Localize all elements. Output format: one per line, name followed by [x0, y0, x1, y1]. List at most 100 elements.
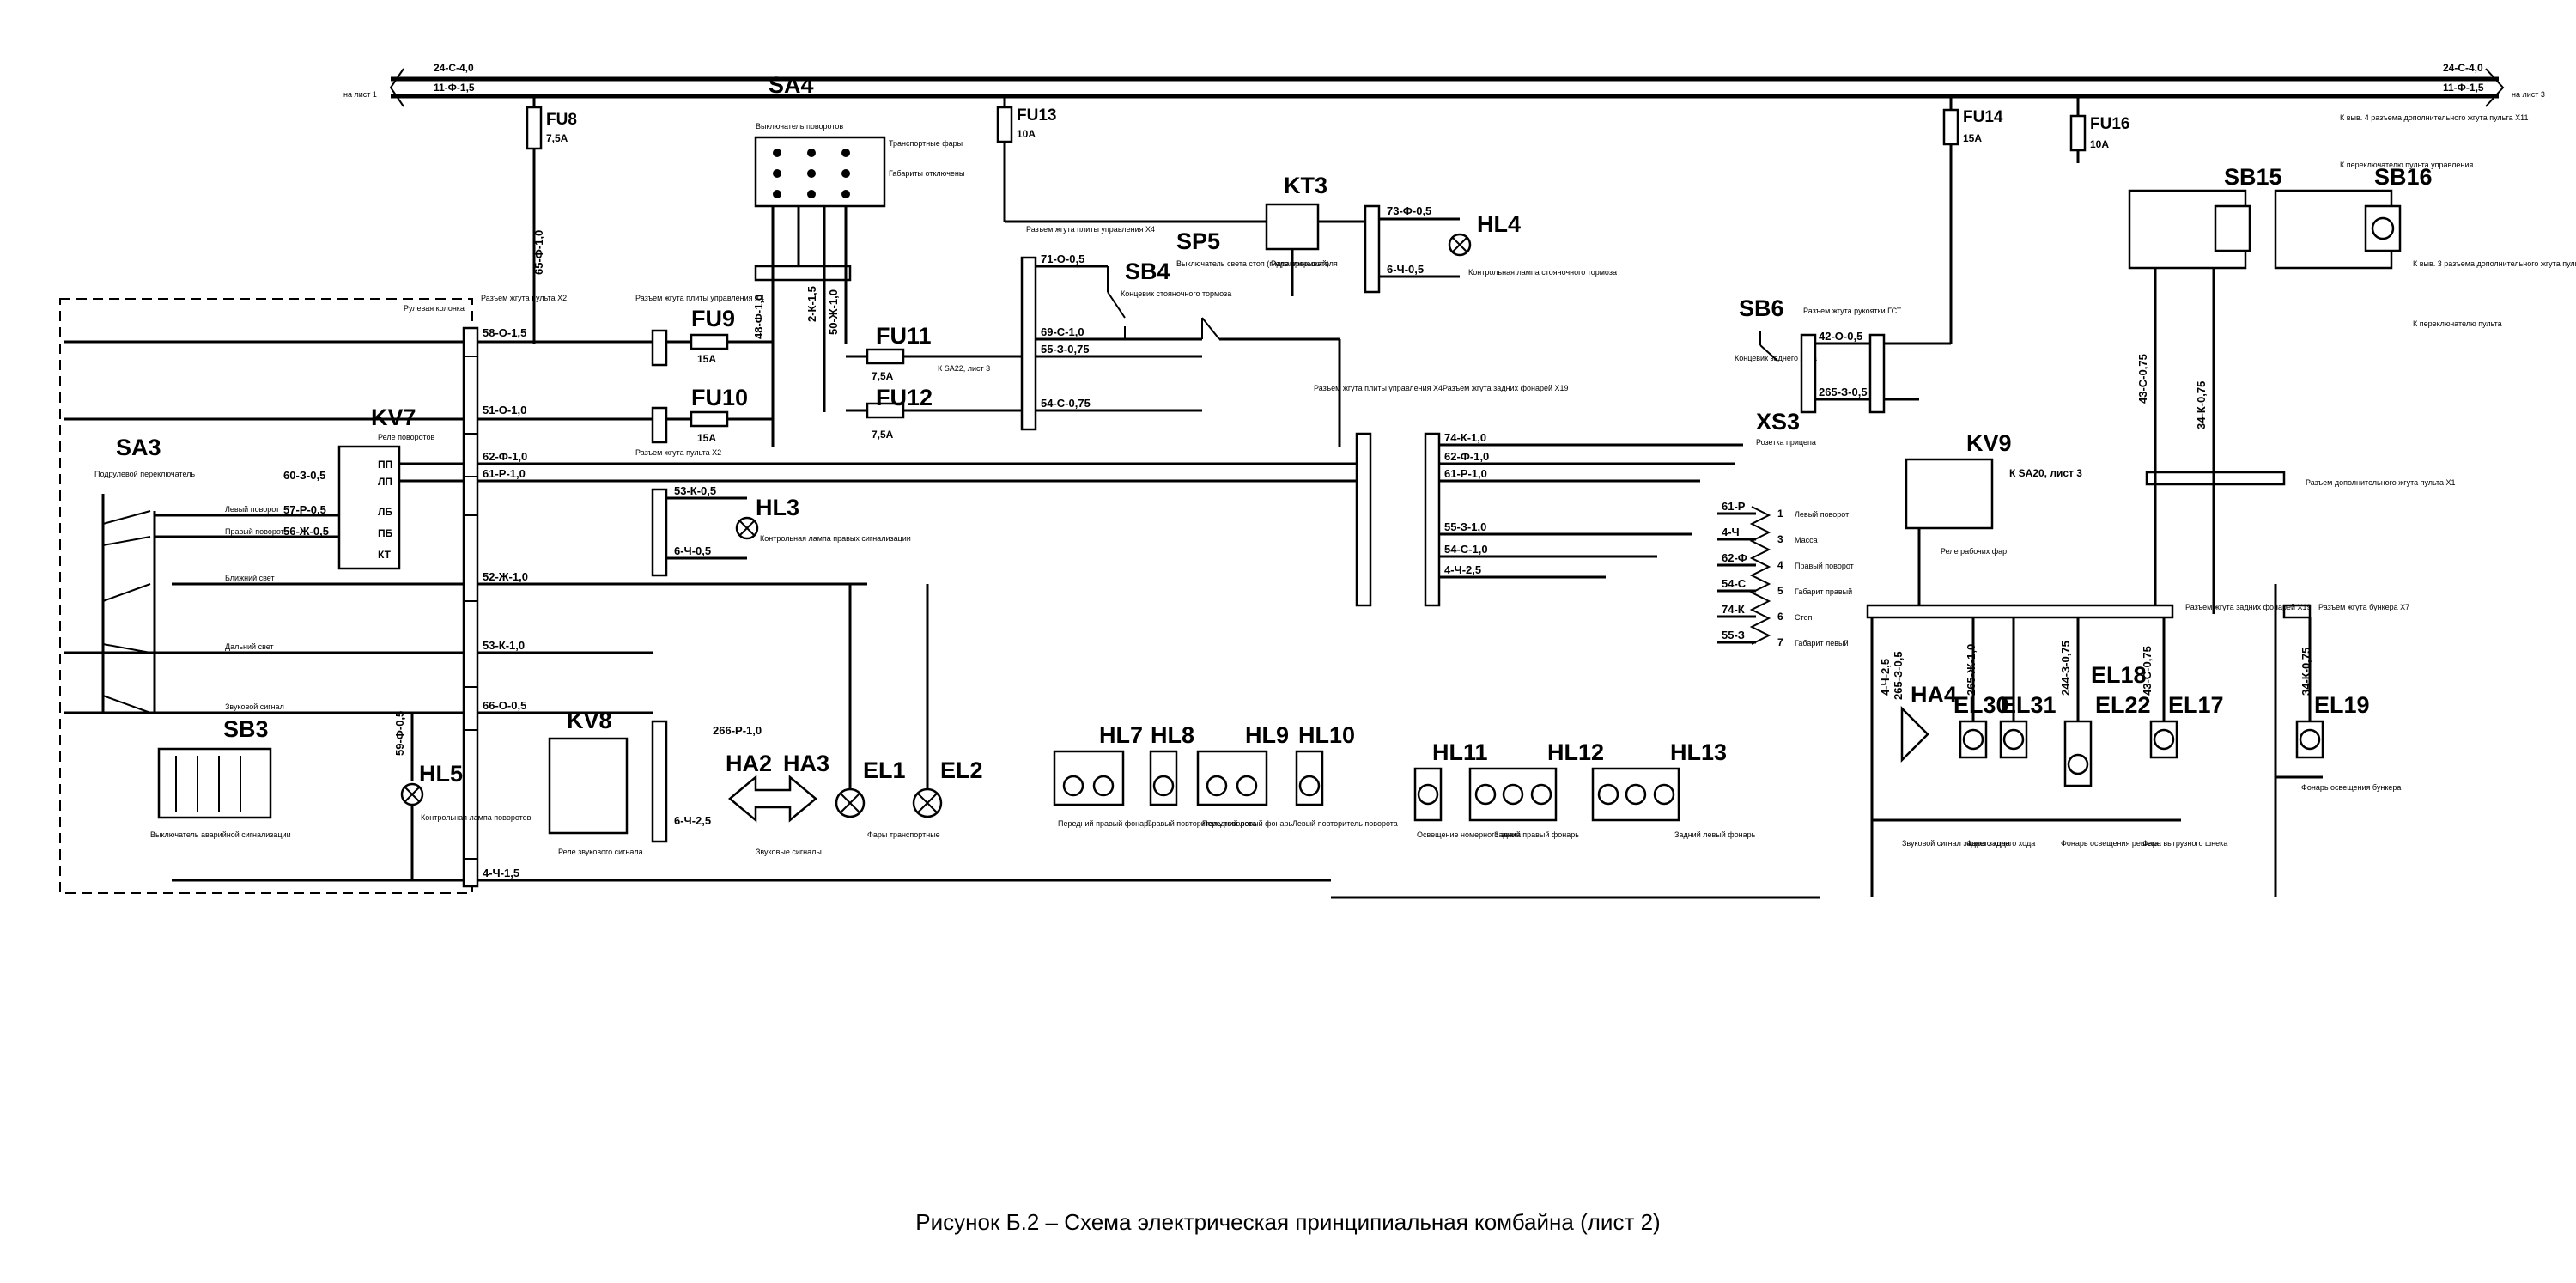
ha4-wire: 4-Ч-2,5	[1879, 659, 1892, 696]
hl13-label: HL13	[1670, 739, 1727, 765]
relay-kv9: KV9 Реле рабочих фар К SA20, лист 3	[1905, 430, 2082, 556]
el22-label: EL22	[2095, 692, 2151, 718]
xs3-pin3: 3	[1777, 533, 1783, 545]
lamp-el18: EL18 EL22 Фонарь освещения решета 244-З-…	[2059, 641, 2159, 848]
power-bus: 24-С-4,0 11-Ф-1,5 24-С-4,0 11-Ф-1,5 на л…	[343, 62, 2545, 107]
fu8-rating: 7,5А	[546, 132, 568, 144]
ha23-desc: Звуковые сигналы	[756, 848, 822, 856]
sa3-wire-57: 57-Р-0,5	[283, 503, 326, 516]
xs3-desc1: Левый поворот	[1795, 510, 1849, 519]
hl4-wire-6: 6-Ч-0,5	[1387, 263, 1424, 276]
fuse-fu16: FU16 10А	[2069, 96, 2129, 163]
sb3-title: Выключатель аварийной сигнализации	[150, 830, 291, 839]
xs3-pin6: 6	[1777, 611, 1783, 623]
sb15-note: К выв. 4 разъема дополнительного жгута п…	[2340, 113, 2528, 122]
el17-wire: 43-С-0,75	[2141, 646, 2154, 696]
sa4-wire-50: 50-Ж-1,0	[827, 289, 840, 335]
el2-label: EL2	[940, 757, 983, 783]
left-wiring: 58-О-1,5 51-О-1,0 62-Ф-1,0 61-Р-1,0 52-Ж…	[64, 215, 1357, 882]
fuse-fu12: FU12 7,5А К SA22, лист 3	[846, 364, 1022, 441]
el30-desc: Фары заднего хода	[1966, 839, 2035, 848]
wire-label-51: 51-О-1,0	[483, 404, 526, 417]
hl5-label: HL5	[419, 761, 463, 787]
sa4-label: SA4	[769, 72, 814, 98]
lamp-hl10: HL10 Левый повторитель поворота	[1292, 722, 1398, 828]
switch-sp5: SP5 Выключатель света стоп (гидравлическ…	[1176, 228, 1341, 447]
kv9-title: Реле рабочих фар	[1941, 547, 2007, 556]
sa22-note: К SA22, лист 3	[938, 364, 990, 373]
sa3-note-far: Дальний свет	[225, 642, 274, 651]
sb3-label: SB3	[223, 716, 269, 742]
wire-label-4: 4-Ч-1,5	[483, 866, 519, 879]
kt3-label: KT3	[1284, 173, 1327, 198]
lamp-el30: EL30 Фары заднего хода 265-Ж-1,0	[1953, 644, 2035, 848]
wire-label-62r: 62-Ф-1,0	[1444, 450, 1489, 463]
wire-label-71: 71-О-0,5	[1041, 252, 1084, 265]
bus-to-sheet: на лист 3	[2512, 90, 2545, 99]
xs3-desc3: Масса	[1795, 536, 1818, 544]
hl3-wire-6: 6-Ч-0,5	[674, 544, 711, 557]
wire-label-69: 69-С-1,0	[1041, 325, 1084, 338]
sa3-note-right: Правый поворот	[225, 527, 284, 536]
sb15-note2: К переключателю пульта управления	[2340, 161, 2473, 169]
hl12-desc: Задний правый фонарь	[1494, 830, 1579, 839]
el31-label: EL31	[2001, 692, 2057, 718]
xs3-wire4: 62-Ф	[1722, 551, 1747, 564]
fu9-label: FU9	[691, 306, 735, 331]
fu12-label: FU12	[876, 385, 933, 410]
hl10-label: HL10	[1298, 722, 1355, 748]
el17-desc: Фара выгрузного шнека	[2142, 839, 2227, 848]
kv7-title: Реле поворотов	[378, 433, 434, 441]
xs3-wire7: 55-З	[1722, 629, 1745, 642]
fu13-rating: 10А	[1017, 128, 1036, 140]
xs3-title: Розетка прицепа	[1756, 438, 1816, 447]
bus-left-bottom-label: 11-Ф-1,5	[434, 82, 475, 94]
sa3-note-left: Левый поворот	[225, 505, 279, 514]
fu9-conn-note: Разъем жгута плиты управления Х4	[635, 294, 764, 302]
hl9-desc: Передний левый фонарь	[1202, 819, 1292, 828]
sa20-note: К SA20, лист 3	[2009, 467, 2082, 479]
bus-from-sheet: на лист 1	[343, 90, 377, 99]
bus-right-bottom-label: 11-Ф-1,5	[2443, 82, 2484, 94]
hl3-label: HL3	[756, 495, 799, 520]
wire-label-4r: 4-Ч-2,5	[1444, 563, 1481, 576]
sb6-wire-42: 42-О-0,5	[1819, 330, 1862, 343]
xs3-pin7: 7	[1777, 636, 1783, 648]
fu14-rating: 15А	[1963, 132, 1982, 144]
hl4-label: HL4	[1477, 211, 1521, 237]
ha4-desc: Звуковой сигнал заднего хода	[1902, 839, 2010, 848]
kv9-label: KV9	[1966, 430, 2012, 456]
right-wiring	[1870, 528, 2323, 897]
lamp-hl8: HL8 Правый повторитель поворота	[1146, 722, 1256, 828]
el19-desc: Фонарь освещения бункера	[2301, 783, 2401, 792]
xs3-desc4: Правый поворот	[1795, 562, 1854, 570]
kv8-wire-6: 6-Ч-2,5	[674, 814, 711, 827]
hl5-wire: 59-Ф-0,5	[393, 711, 406, 756]
lamp-hl11: HL11 Освещение номерного знака	[1413, 739, 1521, 839]
bus-right-top-label: 24-С-4,0	[2443, 62, 2483, 74]
switch-sb3: SB3 Выключатель аварийной сигнализации	[150, 716, 291, 839]
sb15-label: SB15	[2224, 164, 2282, 190]
x4-mid-note: Разъем жгута плиты управления Х4	[1026, 225, 1155, 234]
sa3-wire-60: 60-З-0,5	[283, 469, 325, 482]
hl8-desc: Правый повторитель поворота	[1146, 819, 1256, 828]
fu14-label: FU14	[1963, 108, 2003, 126]
sa3-label: SA3	[116, 435, 161, 460]
hl5-desc: Контрольная лампа поворотов	[421, 813, 532, 822]
xs3-wire6: 74-К	[1722, 603, 1745, 616]
el30-wire: 265-Ж-1,0	[1965, 644, 1978, 696]
kv7-pin-lb: ЛБ	[378, 506, 392, 518]
fuse-fu13: FU13 10А	[996, 96, 1056, 222]
hl3-desc: Контрольная лампа правых сигнализации	[760, 534, 911, 543]
horn-ha4: HA4 Звуковой сигнал заднего хода 4-Ч-2,5…	[1879, 651, 2010, 848]
el1-label: EL1	[863, 757, 906, 783]
sa4-note2: Габариты отключены	[889, 169, 964, 178]
kv7-pin-kt: КТ	[378, 549, 392, 561]
fu10-label: FU10	[691, 385, 748, 410]
figure-caption: Рисунок Б.2 – Схема электрическая принци…	[915, 1209, 1661, 1235]
wire-label-65: 65-Ф-1,0	[532, 230, 545, 275]
xs3-wire3: 4-Ч	[1722, 526, 1740, 538]
hl7-label: HL7	[1099, 722, 1143, 748]
lamp-el19: EL19 Фонарь освещения бункера 34-К-0,75	[2295, 648, 2401, 792]
fu13-label: FU13	[1017, 106, 1056, 125]
